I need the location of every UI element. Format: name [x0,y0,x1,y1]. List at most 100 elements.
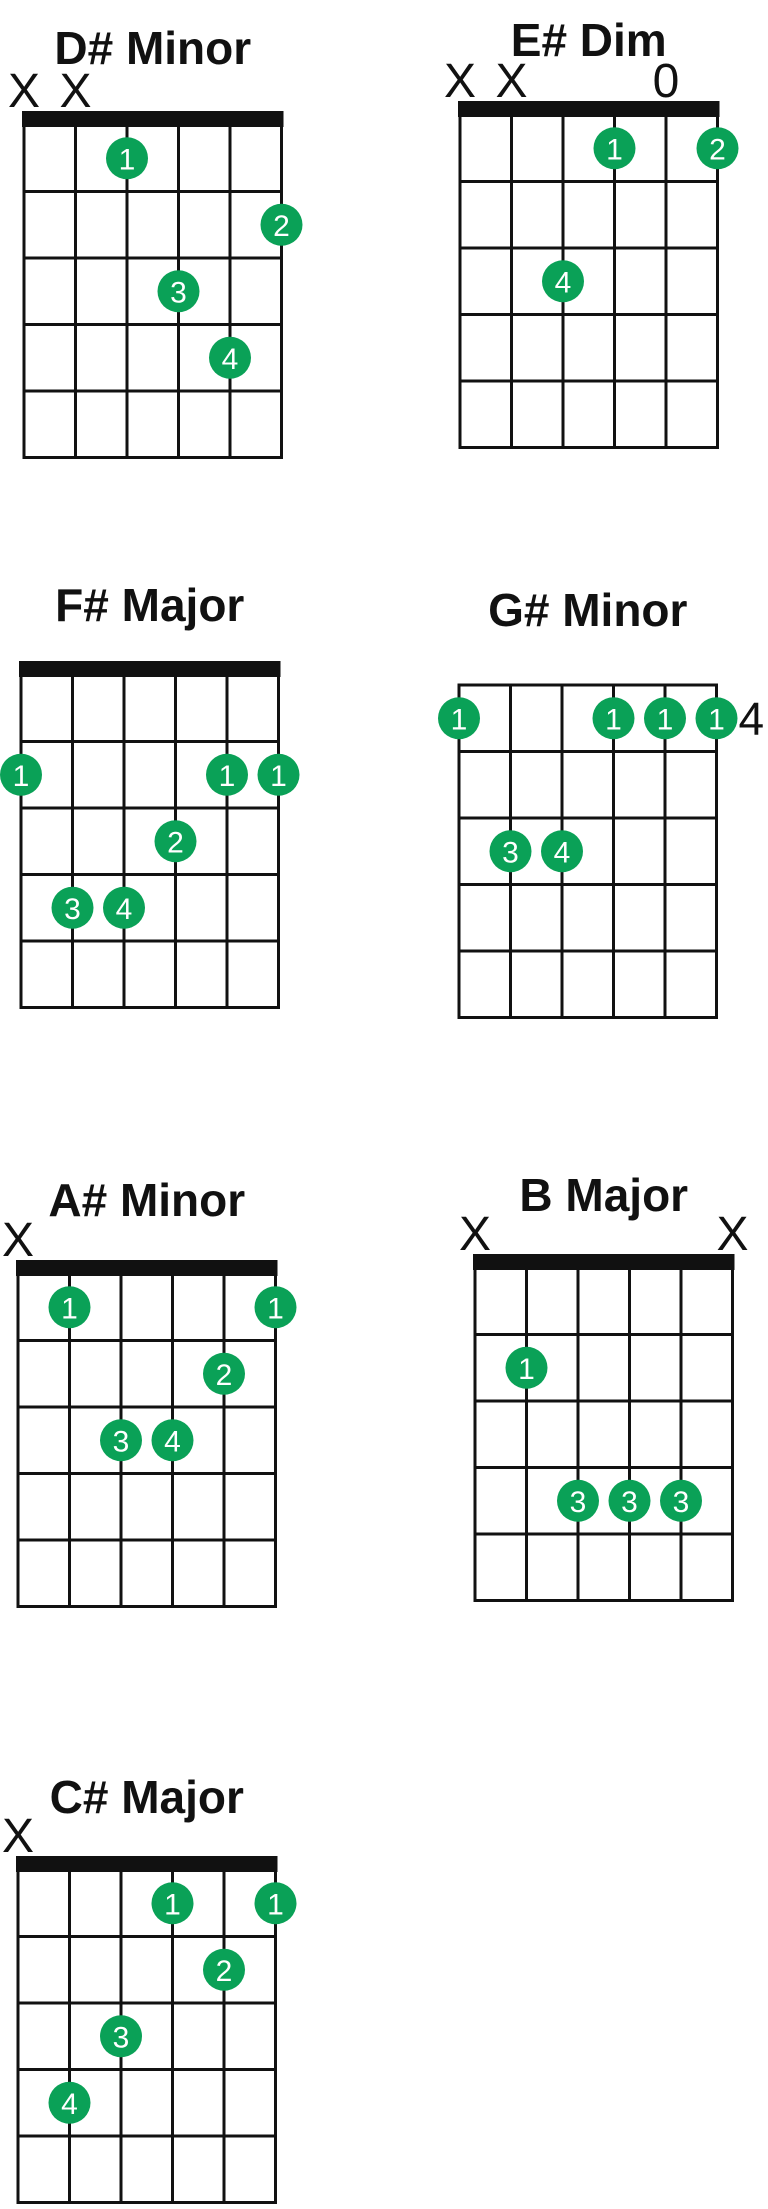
nut-bar [473,1254,735,1270]
finger-number: 1 [119,143,136,176]
finger-dot: 1 [505,1346,548,1389]
finger-dot: 2 [203,1352,245,1395]
finger-dot: 1 [48,1286,91,1329]
nut-bar [19,661,281,677]
finger-dot-circle [438,697,480,740]
finger-dot: 4 [151,1419,194,1462]
muted-string-mark: X [8,65,40,118]
finger-number: 3 [113,1425,130,1458]
finger-number: 2 [709,133,726,166]
finger-dot: 2 [696,127,739,170]
finger-dot: 1 [592,697,635,740]
finger-dot-circle [254,1882,297,1925]
muted-string-mark: X [59,65,91,118]
nut-bar [458,101,720,117]
finger-dot-circle [51,886,94,929]
muted-string-mark: X [459,1208,491,1261]
finger-number: 1 [518,1353,535,1386]
finger-dot-circle [489,830,532,873]
finger-number: 2 [167,826,184,859]
finger-dot-circle [48,2081,91,2124]
chord-title: F# Major [55,579,244,631]
finger-number: 1 [267,1292,284,1325]
finger-dot: 1 [206,753,248,796]
finger-dot-circle [100,1419,142,1462]
finger-number: 3 [64,893,81,926]
finger-dot: 3 [51,886,94,929]
muted-string-mark: X [2,1810,34,1863]
muted-string-mark: X [716,1208,748,1261]
muted-string-mark: X [495,55,527,108]
finger-number: 4 [555,266,572,299]
finger-dot-circle [592,697,635,740]
finger-dot-circle [541,830,583,873]
finger-dot: 1 [106,137,148,180]
finger-number: 3 [502,836,519,869]
finger-number: 4 [116,893,133,926]
finger-dot-circle [151,1882,194,1925]
finger-number: 1 [605,703,622,736]
finger-dot: 1 [257,753,300,796]
finger-number: 1 [164,1888,181,1921]
finger-dot-circle [260,203,303,246]
finger-number: 2 [216,1359,233,1392]
finger-dot: 3 [489,830,532,873]
open-string-mark: 0 [653,55,680,108]
finger-dot-circle [695,697,738,740]
finger-dot-circle [154,820,197,863]
finger-dot: 3 [557,1479,599,1522]
finger-dot-circle [660,1479,702,1522]
finger-number: 1 [657,703,674,736]
chord-title: C# Major [50,1771,244,1823]
finger-dot: 2 [154,820,197,863]
finger-dot-circle [254,1286,297,1329]
finger-dot-circle [203,1352,245,1395]
finger-number: 1 [270,760,287,793]
finger-dot: 3 [157,270,200,313]
finger-dot-circle [505,1346,548,1389]
finger-dot-circle [100,2015,142,2058]
finger-number: 2 [216,1955,233,1988]
finger-number: 4 [222,343,239,376]
finger-number: 3 [570,1486,587,1519]
finger-number: 1 [606,133,623,166]
finger-number: 1 [267,1888,284,1921]
finger-dot-circle [593,127,636,170]
finger-dot: 3 [100,2015,142,2058]
chord-title: E# Dim [511,14,667,66]
finger-dot-circle [608,1479,651,1522]
finger-dot: 2 [260,203,303,246]
finger-number: 3 [170,276,187,309]
finger-dot: 1 [438,697,480,740]
finger-dot: 4 [541,830,583,873]
finger-number: 1 [708,703,725,736]
chord-title: B Major [519,1169,688,1221]
finger-dot: 4 [103,886,145,929]
finger-dot: 1 [593,127,636,170]
finger-dot: 1 [151,1882,194,1925]
finger-number: 2 [273,210,290,243]
finger-dot-circle [557,1479,599,1522]
nut-bar [16,1856,278,1872]
finger-number: 4 [164,1425,181,1458]
finger-dot: 1 [695,697,738,740]
finger-dot-circle [209,336,251,379]
finger-dot: 3 [660,1479,702,1522]
finger-dot-circle [48,1286,91,1329]
finger-number: 3 [113,2021,130,2054]
finger-dot: 1 [0,753,42,796]
finger-dot-circle [203,1948,245,1991]
finger-dot-circle [644,697,686,740]
finger-dot-circle [157,270,200,313]
nut-bar [16,1260,278,1276]
finger-number: 1 [61,1292,78,1325]
chord-title: D# Minor [54,22,251,74]
finger-number: 1 [451,703,468,736]
